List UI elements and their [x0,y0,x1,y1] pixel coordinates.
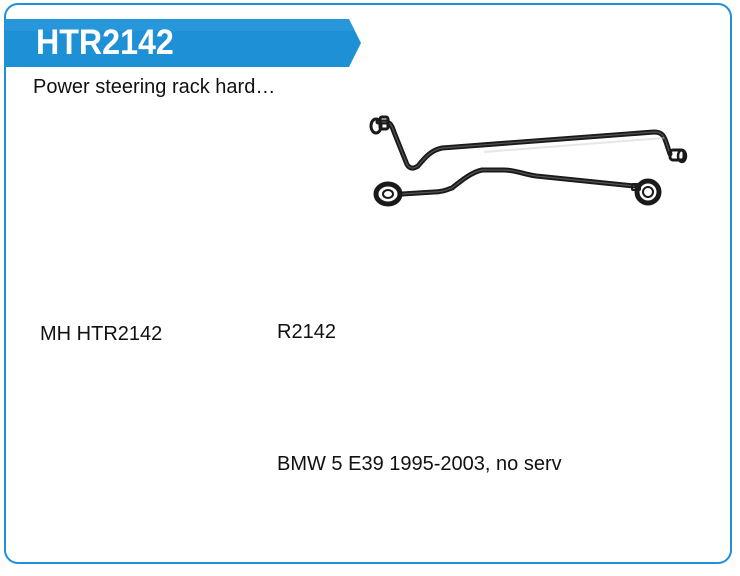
product-description: Power steering rack hard… [33,76,276,98]
product-image [364,108,698,212]
product-card [4,3,732,564]
vehicle-application: BMW 5 E39 1995-2003, no serv [277,453,562,475]
title-banner: HTR2142 [5,19,361,67]
part-number: MH HTR2142 [40,323,163,345]
reference-number: R2142 [277,321,336,343]
product-code-title: HTR2142 [36,23,174,62]
steering-lines-illustration [369,115,688,207]
banner-shape [5,19,361,67]
